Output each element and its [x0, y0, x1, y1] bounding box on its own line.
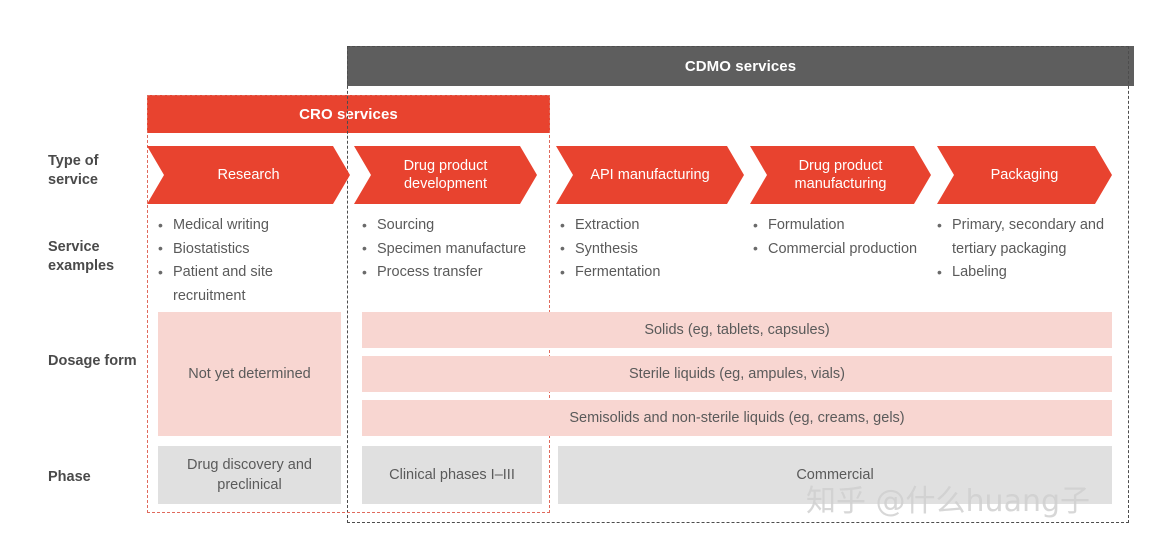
- list-item: Labeling: [937, 261, 1117, 285]
- dosage-block-sterile-liquids: Sterile liquids (eg, ampules, vials): [362, 356, 1112, 392]
- dosage-block-solids: Solids (eg, tablets, capsules): [362, 312, 1112, 348]
- list-item: Commercial production: [753, 237, 928, 262]
- cdmo-services-banner-label: CDMO services: [684, 57, 797, 75]
- phase-block-label: Commercial: [796, 467, 874, 483]
- arrow-packaging: Packaging: [937, 146, 1112, 204]
- service-examples-api-manufacturing: Extraction Synthesis Fermentation: [560, 214, 740, 285]
- list-item: Fermentation: [560, 261, 740, 285]
- phase-block-drug-discovery: Drug discovery and preclinical: [158, 446, 341, 504]
- arrow-drug-product-manufacturing: Drug product manufacturing: [750, 146, 931, 204]
- phase-block-commercial: Commercial: [558, 446, 1112, 504]
- arrow-research: Research: [147, 146, 350, 204]
- cdmo-services-banner: CDMO services: [347, 46, 1134, 86]
- service-examples-packaging: Primary, secondary and tertiary packagin…: [937, 214, 1117, 285]
- dosage-block-label: Semisolids and non-sterile liquids (eg, …: [569, 410, 905, 426]
- arrow-label-drug-product-development: Drug product development: [403, 158, 488, 192]
- row-label-dosage-form: Dosage form: [48, 353, 137, 369]
- cro-services-banner: CRO services: [147, 95, 550, 133]
- row-label-service-examples: Service examples: [48, 239, 115, 274]
- list-item: Extraction: [560, 214, 740, 238]
- dosage-block-label: Solids (eg, tablets, capsules): [644, 322, 830, 338]
- row-label-type-of-service: Type of service: [48, 153, 99, 188]
- arrow-label-api-manufacturing: API manufacturing: [590, 167, 710, 183]
- list-item: Biostatistics: [158, 237, 348, 262]
- arrow-drug-product-development: Drug product development: [354, 146, 537, 204]
- arrow-label-drug-product-manufacturing: Drug product manufacturing: [794, 158, 887, 192]
- list-item: Patient and site recruitment: [158, 261, 348, 308]
- service-examples-drug-product-development: Sourcing Specimen manufacture Process tr…: [362, 214, 542, 285]
- arrow-label-packaging: Packaging: [990, 167, 1059, 183]
- cro-services-banner-label: CRO services: [299, 105, 398, 123]
- list-item: Formulation: [753, 214, 928, 238]
- list-item: Sourcing: [362, 214, 542, 238]
- service-examples-drug-product-manufacturing: Formulation Commercial production: [753, 214, 928, 261]
- list-item: Primary, secondary and tertiary packagin…: [937, 214, 1117, 261]
- list-item: Medical writing: [158, 214, 348, 238]
- service-examples-research: Medical writing Biostatistics Patient an…: [158, 214, 348, 308]
- dosage-block-semisolids: Semisolids and non-sterile liquids (eg, …: [362, 400, 1112, 436]
- dosage-block-label: Sterile liquids (eg, ampules, vials): [629, 366, 845, 382]
- phase-block-clinical-phases: Clinical phases I–III: [362, 446, 542, 504]
- list-item: Process transfer: [362, 261, 542, 285]
- row-label-phase: Phase: [48, 469, 91, 485]
- dosage-block-not-yet-determined: Not yet determined: [158, 312, 341, 436]
- list-item: Specimen manufacture: [362, 237, 542, 262]
- phase-block-label: Clinical phases I–III: [389, 467, 515, 483]
- dosage-block-label: Not yet determined: [188, 366, 311, 382]
- list-item: Synthesis: [560, 237, 740, 262]
- arrow-api-manufacturing: API manufacturing: [556, 146, 744, 204]
- phase-block-label: Drug discovery and preclinical: [187, 457, 312, 493]
- arrow-label-research: Research: [217, 167, 280, 183]
